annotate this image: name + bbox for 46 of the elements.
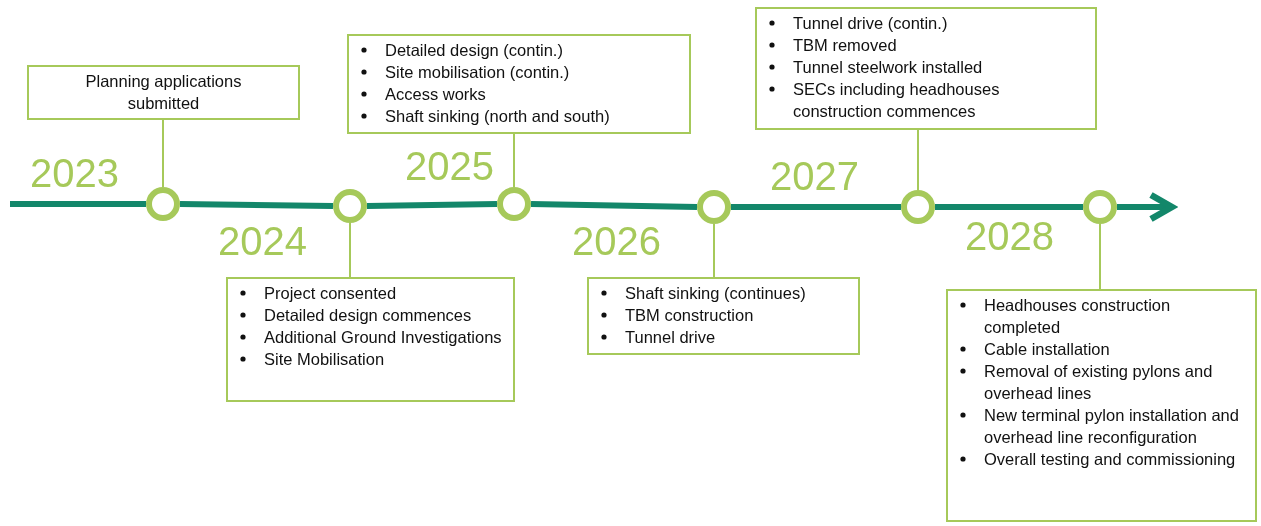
leader-line: [162, 119, 164, 188]
bullet-item: Detailed design commences: [264, 306, 472, 324]
bullet-item: Site Mobilisation: [264, 350, 385, 368]
milestone-box: [347, 34, 691, 134]
timeline-line: [935, 204, 1083, 210]
leader-line: [1099, 223, 1101, 290]
milestone-box: [27, 65, 300, 120]
timeline-arrow: [1117, 191, 1176, 223]
milestone-box: [755, 7, 1097, 130]
bullet-item: Headhouses construction completed: [984, 296, 1171, 336]
bullet-item: Site mobilisation (contin.): [385, 63, 570, 81]
bullet-item: Project consented: [264, 284, 397, 302]
bullet-item: Removal of existing pylons and overhead lines: [984, 362, 1213, 402]
bullet-item: Overall testing and commissioning: [984, 450, 1236, 468]
timeline-line: [366, 201, 498, 209]
bullet-item: Shaft sinking (north and south): [385, 107, 610, 125]
bullet-item: Additional Ground Investigations: [264, 328, 502, 346]
bullet-item: New terminal pylon installation and overhead line reconfiguration: [984, 406, 1239, 446]
milestone-text: Planning applications submitted: [84, 71, 243, 114]
milestone-box: [226, 277, 515, 402]
bullet-item: Detailed design (contin.): [385, 41, 563, 59]
bullet-item: Tunnel steelwork installed: [793, 58, 983, 76]
milestone-box: [587, 277, 860, 355]
year-label: 2023: [30, 151, 119, 195]
leader-line: [917, 129, 919, 191]
bullet-item: TBM construction: [625, 306, 754, 324]
leader-line: [349, 222, 351, 278]
bullet-item: Cable installation: [984, 340, 1110, 358]
bullet-item: Tunnel drive: [625, 328, 716, 346]
year-label: 2024: [218, 219, 307, 263]
year-label: 2025: [405, 144, 494, 188]
timeline-line: [10, 201, 146, 207]
leader-line: [713, 223, 715, 278]
timeline-line: [530, 201, 698, 210]
leader-line: [513, 133, 515, 188]
milestone-box: [946, 289, 1257, 522]
bullet-item: Tunnel drive (contin.): [793, 14, 948, 32]
year-label: 2027: [770, 154, 859, 198]
year-label: 2026: [572, 219, 661, 263]
bullet-item: SECs including headhouses construction commences: [793, 80, 1000, 120]
bullet-item: Shaft sinking (continues): [625, 284, 806, 302]
bullet-item: Access works: [385, 85, 486, 103]
timeline-line: [731, 204, 901, 210]
year-label: 2028: [965, 214, 1054, 258]
bullet-item: TBM removed: [793, 36, 897, 54]
timeline-line: [179, 201, 334, 209]
